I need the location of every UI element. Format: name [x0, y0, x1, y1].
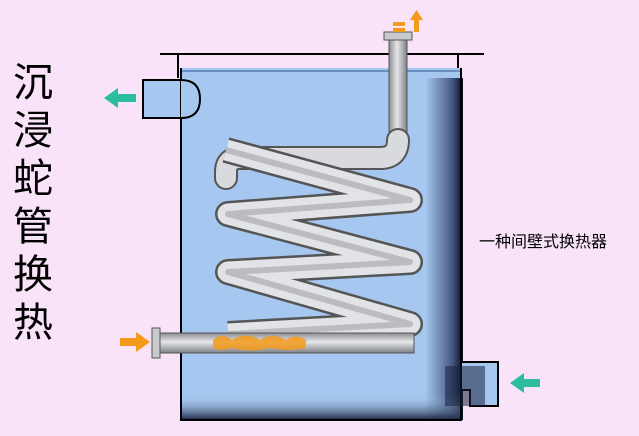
title-char-5: 换	[13, 252, 53, 298]
title-char-2: 浸	[13, 108, 53, 154]
arrow-left-icon	[510, 373, 540, 393]
tank-wall	[180, 68, 462, 421]
coil-pipe	[151, 31, 423, 359]
tank-right-shadow	[425, 78, 463, 420]
tank-bottom-shadow	[181, 395, 461, 420]
title-char-3: 蛇	[13, 156, 53, 202]
arrow-left-icon	[104, 88, 136, 108]
title-char-4: 管	[13, 204, 53, 250]
arrow-up-icon	[393, 10, 423, 32]
arrow-right-icon	[120, 332, 150, 352]
title-char-6: 热	[13, 300, 53, 346]
overflow-outlet-box	[142, 79, 182, 119]
caption-text: 一种间壁式换热器	[479, 232, 608, 251]
title-char-1: 沉	[13, 60, 53, 106]
nozzle-shadow	[445, 366, 485, 406]
overflow-outlet-cap	[180, 79, 202, 119]
